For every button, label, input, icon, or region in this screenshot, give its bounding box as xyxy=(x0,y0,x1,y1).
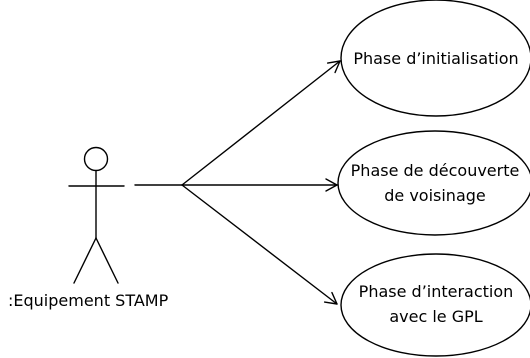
use-case-label-line1: Phase d’interaction xyxy=(359,282,514,301)
use-case-label-line2: avec le GPL xyxy=(389,307,482,326)
use-case-decouverte-voisinage: Phase de découverte de voisinage xyxy=(337,130,530,236)
association-arrow-interaction xyxy=(181,184,338,305)
use-case-label-line1: Phase de découverte xyxy=(351,161,520,180)
use-case-ellipse xyxy=(340,253,530,357)
use-case-label-line2: de voisinage xyxy=(384,186,486,205)
association-arrow-initialisation xyxy=(181,60,341,186)
actor-right-leg xyxy=(95,237,119,284)
use-case-initialisation: Phase d’initialisation xyxy=(340,0,530,117)
use-case-interaction-gpl: Phase d’interaction avec le GPL xyxy=(340,253,530,357)
actor-label: :Equipement STAMP xyxy=(8,291,169,310)
actor-stick-figure xyxy=(68,146,125,284)
use-case-ellipse xyxy=(340,0,530,117)
actor-head xyxy=(83,146,109,172)
use-case-ellipse xyxy=(337,130,530,236)
actor-left-leg xyxy=(73,237,97,284)
use-case-label: Phase d’initialisation xyxy=(353,49,518,68)
associations xyxy=(134,60,341,305)
